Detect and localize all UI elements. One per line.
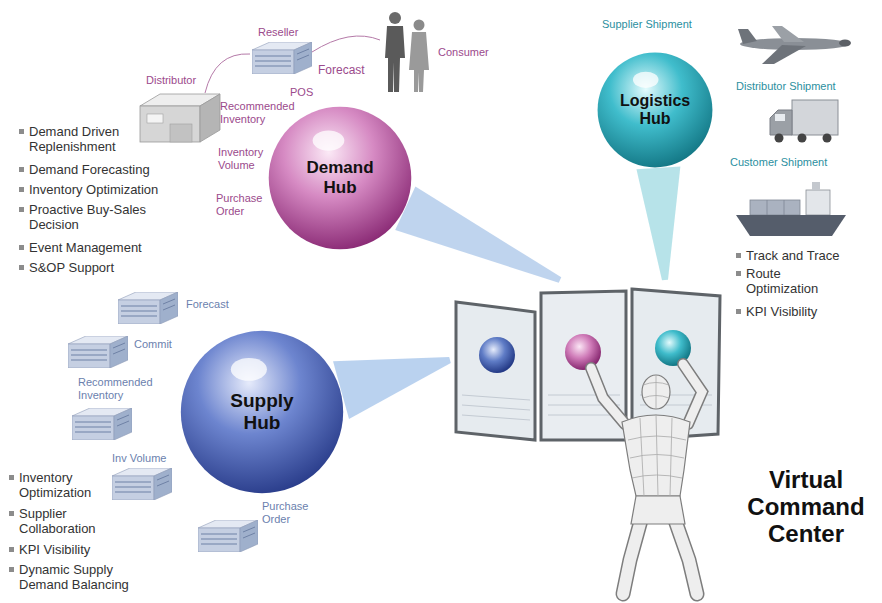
label-text: KPI Visibility [746,304,817,319]
label-text: Purchase Order [262,500,308,525]
bullet-square [19,167,24,172]
bullet-square [19,187,24,192]
supply-hub: Supply Hub [180,330,344,494]
flow-label: Reseller [258,26,298,39]
flow-label: Forecast [318,64,365,77]
light-beam [333,357,451,419]
bullet-square [19,207,24,212]
label-text: Track and Trace [746,248,839,263]
flow-arc [312,36,380,52]
label-text: Customer Shipment [730,156,827,168]
label-text: Distributor [146,74,196,86]
distributor-warehouse [140,94,220,142]
label-text: Inv Volume [112,452,166,464]
flow-arc [205,54,250,93]
label-text: S&OP Support [29,260,114,275]
label-text: Demand Driven Replenishment [29,124,119,154]
flow-label: Recommended Inventory [220,100,292,126]
feature-bullet: Event Management [18,240,188,255]
bullet-square [19,245,24,250]
label-text: Consumer [438,46,489,58]
flow-label: Consumer [438,46,489,59]
supplier-building [118,292,178,324]
label-text: Demand Forecasting [29,162,150,177]
bullet-square [9,567,14,572]
label-text: KPI Visibility [19,542,90,557]
airplane [738,26,851,64]
flow-label: Purchase Order [216,192,272,218]
demand-hub: Demand Hub [268,106,412,250]
feature-bullet: Dynamic Supply Demand Balancing [8,562,158,592]
label-text: Distributor Shipment [736,80,836,92]
bullet-square [19,129,24,134]
center-title: Virtual Command Center [740,466,872,547]
truck [770,100,838,143]
supplier-building [72,408,132,440]
label-text: Recommended Inventory [78,376,153,401]
logistics-hub: Logistics Hub [597,52,713,168]
bullet-square [736,271,741,276]
label-text: Proactive Buy-Sales Decision [29,202,146,232]
label-text: Supplier Collaboration [19,506,96,536]
flow-label: Forecast [186,298,229,311]
label-text: Purchase Order [216,192,262,217]
bullet-square [19,265,24,270]
label-text: Forecast [186,298,229,310]
bullet-square [736,309,741,314]
feature-bullet: Inventory Optimization [8,470,108,500]
flow-label: Supplier Shipment [602,18,692,31]
flow-label: Commit [134,338,172,351]
label-text: Recommended Inventory [220,100,295,125]
flow-label: POS [290,86,313,99]
monitor-screens [456,289,720,440]
hub-title: Supply Hub [222,390,302,434]
label-text: Forecast [318,63,365,77]
feature-bullet: KPI Visibility [8,542,118,557]
supplier-building [112,468,172,500]
label-text: Dynamic Supply Demand Balancing [19,562,129,592]
label-text: Inventory Volume [218,146,263,171]
feature-bullet: Demand Forecasting [18,162,188,177]
feature-bullet: KPI Visibility [735,304,865,319]
supplier-building [198,520,258,552]
hub-title: Logistics Hub [620,92,690,128]
feature-bullet: Route Optimization [735,266,830,296]
label-text: Reseller [258,26,298,38]
bullet-square [9,475,14,480]
feature-bullet: Inventory Optimization [18,182,188,197]
consumer-people [385,12,429,92]
label-text: Supplier Shipment [602,18,692,30]
flow-label: Inventory Volume [218,146,274,172]
label-text: POS [290,86,313,98]
label-text: Event Management [29,240,142,255]
feature-bullet: Proactive Buy-Sales Decision [18,202,168,232]
feature-bullet: Demand Driven Replenishment [18,124,143,154]
bullet-square [9,511,14,516]
flow-label: Recommended Inventory [78,376,154,402]
label-text: Commit [134,338,172,350]
wireframe-figure [591,364,702,594]
feature-bullet: S&OP Support [18,260,188,275]
bullet-square [9,547,14,552]
command-center: Virtual Command Center [450,280,878,600]
supplier-building [68,336,128,368]
label-text: Inventory Optimization [29,182,158,197]
reseller-store [252,42,312,74]
flow-label: Purchase Order [262,500,318,526]
cargo-ship [736,182,846,236]
label-text: Route Optimization [746,266,818,296]
flow-label: Distributor Shipment [736,80,836,93]
flow-label: Customer Shipment [730,156,827,169]
light-beam [395,187,561,283]
light-beam [636,167,680,281]
flow-label: Inv Volume [112,452,166,465]
bullet-square [736,253,741,258]
hub-title: Demand Hub [300,158,380,198]
feature-bullet: Track and Trace [735,248,865,263]
feature-bullet: Supplier Collaboration [8,506,108,536]
flow-label: Distributor [146,74,196,87]
label-text: Inventory Optimization [19,470,91,500]
